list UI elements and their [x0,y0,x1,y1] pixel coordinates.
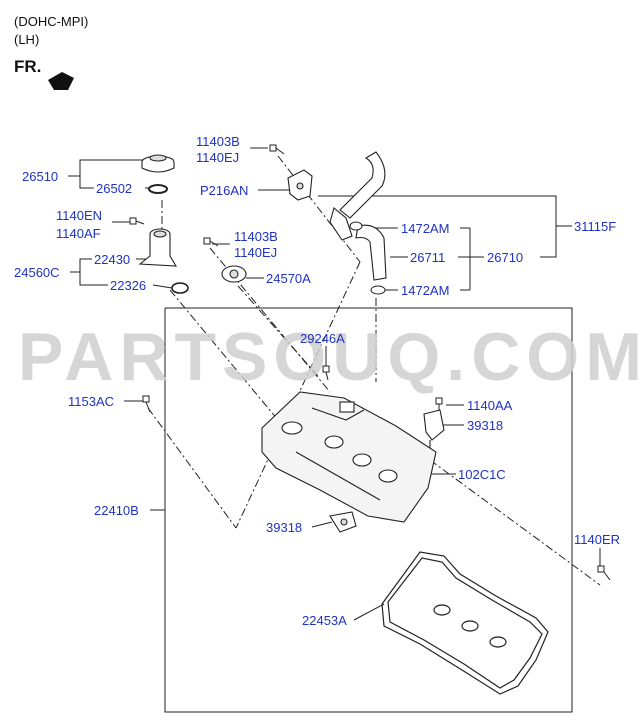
bolt-icon [129,217,145,225]
part-label-26502[interactable]: 26502 [96,181,133,196]
hose-bracket-icon [287,169,313,201]
cylinder-head-cover-icon [261,391,437,523]
side-label: (LH) [14,32,40,47]
part-label-26510[interactable]: 26510 [22,169,59,184]
part-label-29246A[interactable]: 29246A [300,331,345,346]
o-ring-icon [171,282,189,294]
front-arrow-icon [48,72,74,90]
part-label-1472AM-lower[interactable]: 1472AM [401,283,450,298]
pcv-valve-icon [221,265,247,283]
part-label-39318-lower[interactable]: 39318 [266,520,303,535]
front-direction-label: FR. [14,57,42,76]
part-label-24570A[interactable]: 24570A [266,271,311,286]
part-label-1140AA[interactable]: 1140AA [467,398,513,413]
assembly-box [164,307,573,713]
part-label-1140AF[interactable]: 1140AF [56,226,101,241]
part-label-102C1C[interactable]: 102C1C [458,467,506,482]
oil-filler-cap-icon [141,154,175,173]
part-label-11403B-top[interactable]: 11403B [196,134,240,149]
watermark: PARTSOUQ.COM [18,319,644,395]
filler-neck-icon [138,228,178,267]
cam-position-sensor-icon [329,511,357,533]
part-label-1140EJ-mid[interactable]: 1140EJ [234,245,278,260]
part-label-26710[interactable]: 26710 [487,250,524,265]
part-label-11403B-mid[interactable]: 11403B [234,229,278,244]
bolt-icon [203,144,285,247]
cover-gasket-icon [381,551,549,695]
part-label-22430[interactable]: 22430 [94,252,131,267]
part-label-22453A[interactable]: 22453A [302,613,347,628]
part-label-P216AN[interactable]: P216AN [200,183,249,198]
part-label-1140ER[interactable]: 1140ER [574,532,621,547]
hose-clamp-icon [349,221,386,295]
part-label-22326[interactable]: 22326 [110,278,147,293]
part-label-31115F[interactable]: 31115F [574,219,617,234]
seal-ring-icon [148,184,168,194]
part-label-39318-upper[interactable]: 39318 [467,418,504,433]
engine-type-label: (DOHC-MPI) [14,14,89,29]
breather-hose-icon [329,151,387,281]
part-label-22410B[interactable]: 22410B [94,503,139,518]
part-label-26711[interactable]: 26711 [410,250,446,265]
part-label-1140EN[interactable]: 1140EN [56,208,103,223]
part-label-1153AC[interactable]: 1153AC [68,394,115,409]
part-label-1472AM-upper[interactable]: 1472AM [401,221,450,236]
part-label-1140EJ-top[interactable]: 1140EJ [196,150,240,165]
part-label-24560C[interactable]: 24560C [14,265,60,280]
